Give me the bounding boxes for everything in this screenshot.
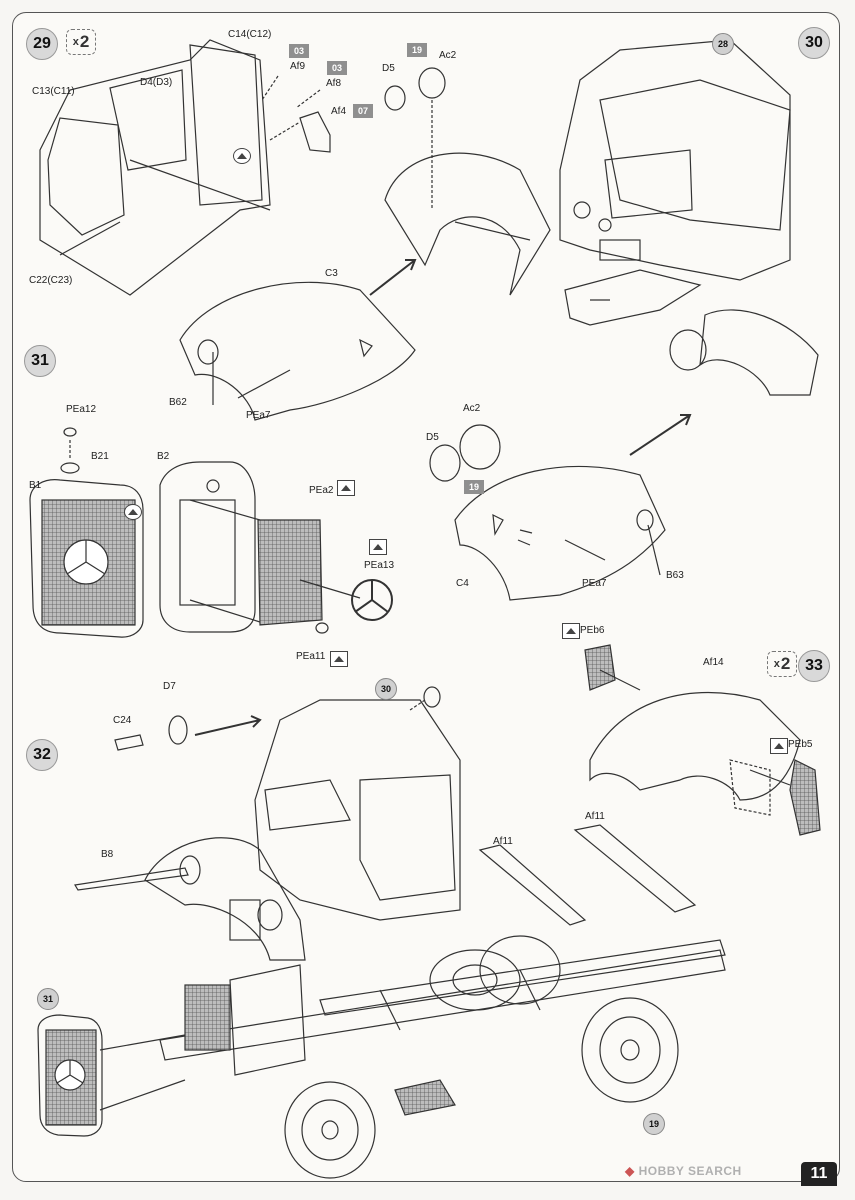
- step-31-badge: 31: [24, 345, 56, 377]
- grille-frame-b2: [159, 461, 256, 633]
- label-d7: D7: [163, 681, 176, 692]
- cab-shell-29: [39, 39, 271, 296]
- label-b62: B62: [169, 397, 187, 408]
- label-pea2: PEa2: [309, 485, 334, 496]
- part-af4: [299, 111, 331, 153]
- ref-30: 30: [375, 678, 397, 700]
- label-ac2-top: Ac2: [439, 50, 457, 61]
- label-b8: B8: [101, 849, 114, 860]
- label-d5-right: D5: [426, 432, 439, 443]
- label-c22c23: C22(C23): [29, 275, 73, 286]
- truck-cab-32: [254, 699, 461, 921]
- label-c24: C24: [113, 715, 132, 726]
- ref-19: 19: [643, 1113, 665, 1135]
- windshield-29: [47, 117, 125, 236]
- label-pea7-right: PEa7: [582, 578, 607, 589]
- step-29-badge: 29: [26, 28, 58, 60]
- label-peb5: PEb5: [788, 739, 813, 750]
- multiplier-29-value: 2: [79, 32, 90, 51]
- step-33-badge: 33: [798, 650, 830, 682]
- label-d5-top: D5: [382, 63, 395, 74]
- label-af14: Af14: [703, 657, 724, 668]
- ref-31: 31: [37, 988, 59, 1010]
- label-b1: B1: [29, 480, 42, 491]
- grille-b1: [29, 479, 144, 638]
- multiplier-33-value: 2: [780, 654, 791, 673]
- label-b2: B2: [157, 451, 170, 462]
- step-30-badge: 30: [798, 27, 830, 59]
- label-pea13: PEa13: [364, 560, 395, 571]
- paint-chip-07: 07: [353, 104, 373, 118]
- watermark-text: HOBBY SEARCH: [638, 1164, 742, 1178]
- front-wheel: [284, 1081, 376, 1179]
- paint-chip-19-a: 19: [407, 43, 427, 57]
- label-af4: Af4: [331, 106, 347, 117]
- paint-chip-03-b: 03: [327, 61, 347, 75]
- mirror-icon: [124, 504, 142, 520]
- fender-af14: [589, 691, 801, 801]
- fender-c4: [454, 465, 666, 601]
- spare-wheel: [429, 949, 521, 1011]
- label-b63: B63: [666, 570, 684, 581]
- page-number: 11: [801, 1162, 837, 1186]
- label-af8: Af8: [326, 78, 342, 89]
- photo-etch-mesh: [257, 519, 323, 626]
- cab-30: [559, 39, 791, 281]
- fender-upper: [384, 152, 551, 296]
- label-b21: B21: [91, 451, 109, 462]
- paint-chip-03-a: 03: [289, 44, 309, 58]
- label-c14c12: C14(C12): [228, 29, 272, 40]
- rear-wheel: [581, 997, 679, 1103]
- label-pea7-left: PEa7: [246, 410, 271, 421]
- label-c3: C3: [325, 268, 338, 279]
- label-d4d3: D4(D3): [140, 77, 173, 88]
- label-pea11: PEa11: [296, 651, 326, 662]
- page-frame: [12, 12, 840, 1182]
- chassis-frame: [159, 949, 726, 1061]
- label-af11-right: Af11: [585, 811, 605, 822]
- label-ac2-right: Ac2: [463, 403, 481, 414]
- fender-c3: [179, 281, 416, 421]
- photo-etch-icon: [770, 738, 788, 754]
- photo-etch-icon: [337, 480, 355, 496]
- door-frame-29: [189, 44, 263, 206]
- label-pea12: PEa12: [66, 404, 97, 415]
- paint-chip-19-b: 19: [464, 480, 484, 494]
- label-c13c11: C13(C11): [32, 86, 75, 97]
- watermark: ◆ HOBBY SEARCH: [625, 1164, 742, 1178]
- label-peb6: PEb6: [580, 625, 605, 636]
- label-c4: C4: [456, 578, 469, 589]
- label-af9: Af9: [290, 61, 306, 72]
- label-af11-left: Af11: [493, 836, 513, 847]
- ref-28: 28: [712, 33, 734, 55]
- mirror-icon: [233, 148, 251, 164]
- photo-etch-icon: [330, 651, 348, 667]
- photo-etch-icon: [369, 539, 387, 555]
- step-32-badge: 32: [26, 739, 58, 771]
- photo-etch-icon: [562, 623, 580, 639]
